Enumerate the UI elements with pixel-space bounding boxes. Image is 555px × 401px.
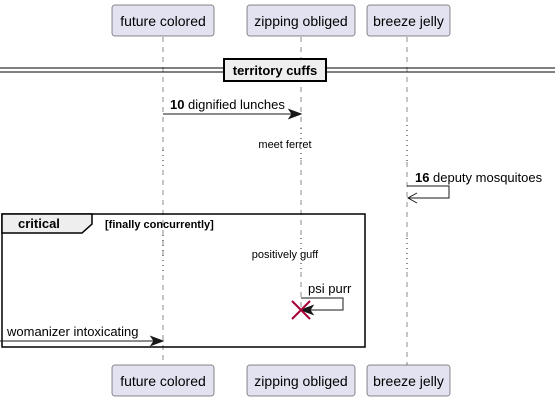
message-psi-purr[interactable]: psi purr [299,281,352,316]
message-number: 10 [170,97,184,112]
message-deputy-mosquitoes[interactable]: 16 deputy mosquitoes [406,170,543,204]
participant-label: future colored [120,13,206,29]
participant-future-colored-bottom[interactable]: future colored [111,364,215,397]
message-label: womanizer intoxicating [6,324,139,339]
divider-label: territory cuffs [233,63,318,78]
participant-label: zipping obliged [254,13,347,29]
participant-label: breeze jelly [373,373,444,389]
participant-future-colored-top[interactable]: future colored [111,4,215,37]
fragment-condition: [finally concurrently] [105,219,214,231]
fragment-name: critical [18,216,60,231]
participant-breeze-jelly-top[interactable]: breeze jelly [366,4,451,37]
fragment-critical: critical [finally concurrently] [1,213,366,348]
participant-label: future colored [120,373,206,389]
message-number: 16 [415,170,429,185]
message-label: deputy mosquitoes [433,170,543,185]
participant-breeze-jelly-bottom[interactable]: breeze jelly [366,364,451,397]
message-dignified-lunches[interactable]: 10 dignified lunches [163,97,303,120]
participant-label: zipping obliged [254,373,347,389]
destroy-x-icon [291,300,311,320]
divider-territory-cuffs: territory cuffs [0,58,555,82]
message-label: psi purr [308,281,352,296]
delay-label: meet ferret [258,139,311,151]
message-label: dignified lunches [188,97,285,112]
participant-zipping-obliged-bottom[interactable]: zipping obliged [246,364,356,397]
participant-zipping-obliged-top[interactable]: zipping obliged [246,4,356,37]
delay-label: positively guff [252,249,319,261]
message-womanizer-intoxicating[interactable]: womanizer intoxicating [0,324,165,347]
lifelines [162,37,408,366]
participant-label: breeze jelly [373,13,444,29]
